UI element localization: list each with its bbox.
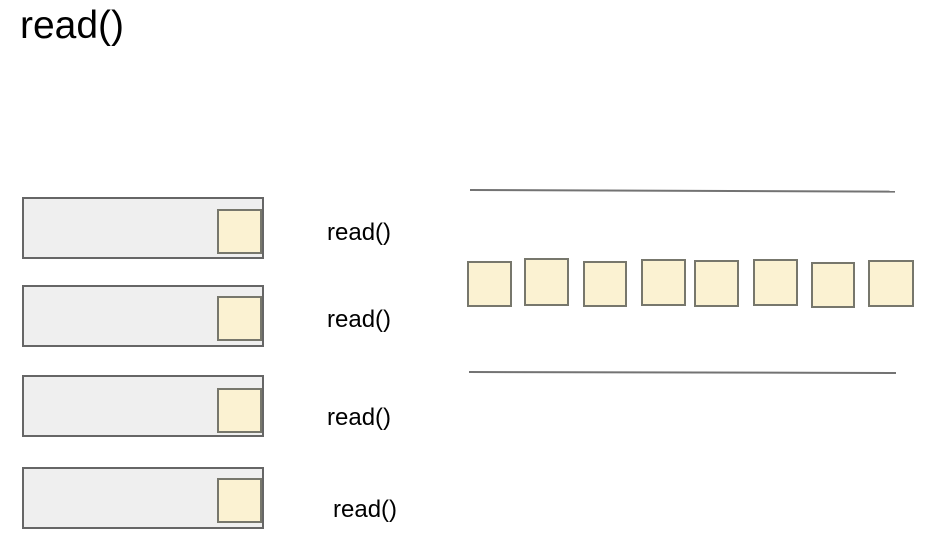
- pipe-data-block: [524, 258, 569, 306]
- buffer-data-block: [217, 478, 262, 523]
- pipe-bottom-line: [468, 371, 897, 374]
- pipe-data-block: [868, 260, 914, 307]
- pipe-data-block: [467, 261, 512, 307]
- reader-buffer-bar: [22, 197, 264, 259]
- pipe-data-block: [641, 259, 686, 306]
- pipe-data-block: [753, 259, 798, 306]
- read-call-label: read(): [327, 219, 392, 246]
- reader-buffer-bar: [22, 285, 264, 347]
- page-title: read(): [20, 4, 125, 47]
- reader-buffer-bar: [22, 467, 264, 529]
- read-call-label: read(): [333, 496, 398, 523]
- buffer-data-block: [217, 388, 262, 433]
- read-call-label: read(): [327, 404, 392, 431]
- pipe-top-line: [469, 189, 896, 193]
- buffer-data-block: [217, 296, 262, 341]
- pipe-data-block: [694, 260, 739, 307]
- pipe-data-block: [583, 261, 627, 307]
- buffer-data-block: [217, 209, 262, 254]
- pipe-data-block: [811, 262, 855, 308]
- reader-buffer-bar: [22, 375, 264, 437]
- read-call-label: read(): [327, 306, 392, 333]
